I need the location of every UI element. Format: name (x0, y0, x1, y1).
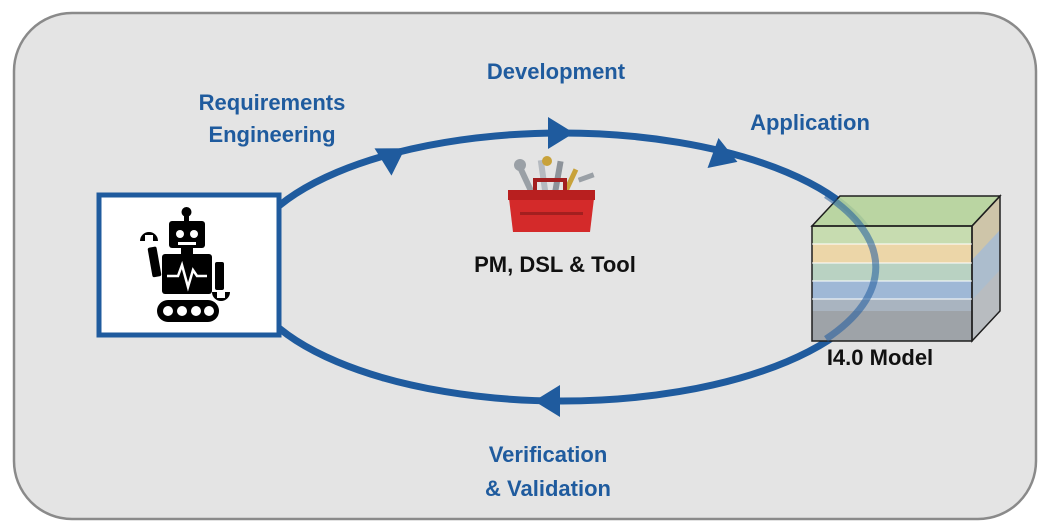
label-toolbox: PM, DSL & Tool (474, 252, 636, 277)
robot-icon (140, 207, 230, 322)
label-application: Application (750, 110, 870, 135)
layered-cube-icon (810, 194, 1002, 343)
label-verification-line2: & Validation (485, 476, 611, 501)
robot-node (96, 192, 282, 338)
arrow-application-icon (707, 137, 738, 169)
label-model: I4.0 Model (827, 345, 933, 370)
cycle-overlay-on-cube (824, 192, 880, 342)
label-requirements-line1: Requirements (199, 90, 346, 115)
toolbox-node: PM, DSL & Tool (474, 156, 636, 277)
arrow-development-icon (548, 117, 574, 149)
diagram-panel (12, 11, 1038, 521)
toolbox-icon (508, 156, 595, 232)
label-verification-line1: Verification (489, 442, 608, 467)
arrow-requirements-icon (374, 148, 406, 176)
label-development: Development (487, 59, 626, 84)
arrow-verification-icon (534, 385, 560, 417)
label-requirements-line2: Engineering (208, 122, 335, 147)
model-node: I4.0 Model (810, 192, 1002, 370)
